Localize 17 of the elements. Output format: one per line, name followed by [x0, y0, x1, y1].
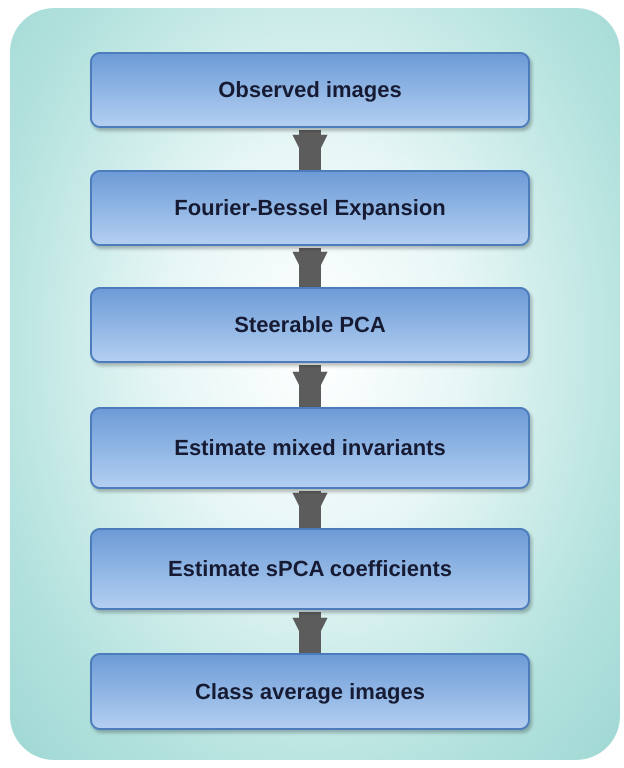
- process-box: [90, 528, 530, 610]
- process-box: [90, 287, 530, 363]
- box-label: Observed images: [218, 77, 402, 103]
- box-label: Estimate sPCA coefficients: [168, 556, 452, 582]
- process-box: [90, 407, 530, 489]
- block-arrow: [292, 491, 328, 528]
- process-box: [90, 653, 530, 730]
- box-label: Fourier-Bessel Expansion: [174, 195, 446, 221]
- block-arrow: [292, 130, 328, 170]
- process-box: [90, 170, 530, 246]
- box-label: Class average images: [195, 678, 425, 704]
- box-label: Estimate mixed invariants: [174, 435, 446, 461]
- block-arrow: [292, 365, 328, 407]
- block-arrow: [292, 612, 328, 653]
- box-label: Steerable PCA: [234, 312, 386, 338]
- block-arrow: [292, 248, 328, 287]
- process-box: [90, 52, 530, 128]
